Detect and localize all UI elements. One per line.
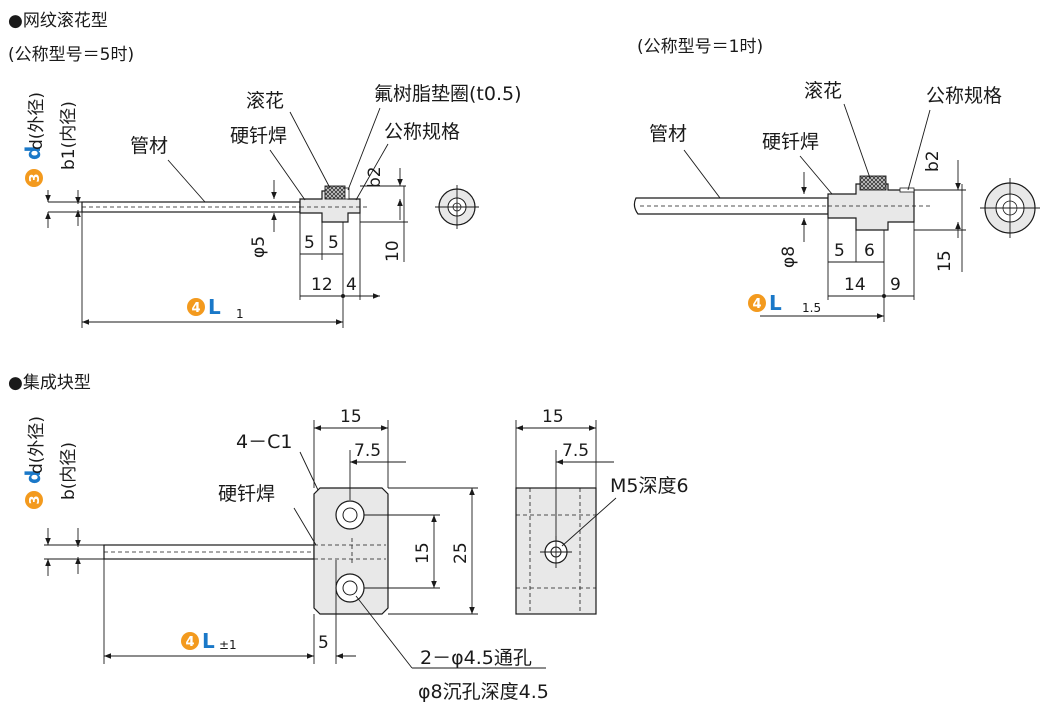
svg-text:4: 4 — [191, 301, 200, 316]
svg-text:3: 3 — [28, 173, 43, 182]
block-drawing: 3 d d(外径) b(内径) 4－C1 硬钎焊 15 7.5 — [21, 407, 689, 703]
label-washer-left: 氟树脂垫圈(t0.5) — [374, 83, 522, 105]
dim-w7-5-block: 7.5 — [354, 441, 381, 461]
label-m5: M5深度6 — [610, 475, 689, 497]
svg-text:3: 3 — [28, 495, 43, 504]
dim-side-w15: 15 — [542, 407, 564, 427]
dim-phi8: φ8 — [779, 246, 799, 268]
label-counterbore: φ8沉孔深度4.5 — [418, 681, 549, 703]
dim-h15-block: 15 — [413, 542, 433, 564]
d-outer-label-left: d(外径) — [27, 92, 47, 150]
section-title-knurl: ●网纹滚花型 — [8, 11, 108, 31]
dim-15-right: 15 — [935, 250, 955, 272]
L-letter-left: L — [208, 295, 221, 319]
dim-5a-left: 5 — [304, 233, 315, 253]
badge-3-left: 3 — [25, 169, 43, 187]
knurl-drawing-left: 3 d d(外径) b1(内径) 管材 硬钎焊 滚花 氟树脂垫圈(t0.5) 公… — [21, 83, 522, 328]
L-letter-block: L — [202, 629, 215, 653]
dim-w15-block: 15 — [340, 407, 362, 427]
badge-4-right: 4 — [748, 294, 766, 312]
d-letter-block: d — [21, 470, 45, 484]
b1-inner-label-left: b1(内径) — [59, 101, 79, 170]
end-view-right — [980, 178, 1040, 238]
label-braze-block: 硬钎焊 — [218, 483, 275, 505]
L-sub-right: 1.5 — [802, 301, 821, 315]
label-chamfer: 4－C1 — [236, 431, 292, 453]
L-sub-left: 1 — [236, 307, 244, 321]
dim-14-right: 14 — [844, 275, 866, 295]
svg-text:4: 4 — [752, 297, 761, 312]
label-knurl-left: 滚花 — [246, 90, 284, 112]
dim-5b-left: 5 — [328, 233, 339, 253]
label-spec-left: 公称规格 — [384, 121, 460, 143]
dim-h25-block: 25 — [451, 542, 471, 564]
subtitle-nominal-5: (公称型号＝5时) — [8, 45, 134, 65]
label-through-hole: 2－φ4.5通孔 — [420, 647, 532, 669]
dim-4-left: 4 — [346, 275, 357, 295]
dim-10-left: 10 — [383, 240, 403, 262]
badge-3-block: 3 — [25, 491, 43, 509]
end-view-left — [435, 185, 479, 229]
dim-b2-right: b2 — [923, 150, 943, 172]
label-knurl-right: 滚花 — [804, 80, 842, 102]
dim-9-right: 9 — [890, 275, 901, 295]
label-braze-right: 硬钎焊 — [762, 131, 819, 153]
dim-5-right: 5 — [834, 241, 845, 261]
b-inner-label-block: b(内径) — [59, 442, 79, 500]
label-spec-right: 公称规格 — [926, 85, 1002, 107]
badge-4-block: 4 — [181, 632, 199, 650]
L-tolerance-block: ±1 — [219, 638, 237, 652]
label-braze-left: 硬钎焊 — [230, 125, 287, 147]
dim-12-left: 12 — [311, 275, 333, 295]
L-letter-right: L — [769, 291, 782, 315]
svg-text:4: 4 — [185, 635, 194, 650]
badge-4-left: 4 — [187, 298, 205, 316]
dim-side-w7-5: 7.5 — [562, 441, 589, 461]
dim-6-right: 6 — [864, 241, 875, 261]
dim-5-block: 5 — [318, 633, 329, 653]
d-outer-label-block: d(外径) — [27, 416, 47, 474]
d-letter-left: d — [21, 146, 45, 160]
dim-phi5: φ5 — [249, 236, 269, 258]
knurl-drawing-right: 管材 硬钎焊 滚花 公称规格 b2 15 φ8 5 6 14 9 — [633, 80, 1040, 322]
subtitle-nominal-1: (公称型号＝1时) — [637, 37, 763, 57]
dim-b2-left: b2 — [365, 166, 385, 188]
label-pipe-left: 管材 — [130, 135, 168, 157]
section-title-block: ●集成块型 — [8, 373, 91, 393]
label-pipe-right: 管材 — [649, 123, 687, 145]
